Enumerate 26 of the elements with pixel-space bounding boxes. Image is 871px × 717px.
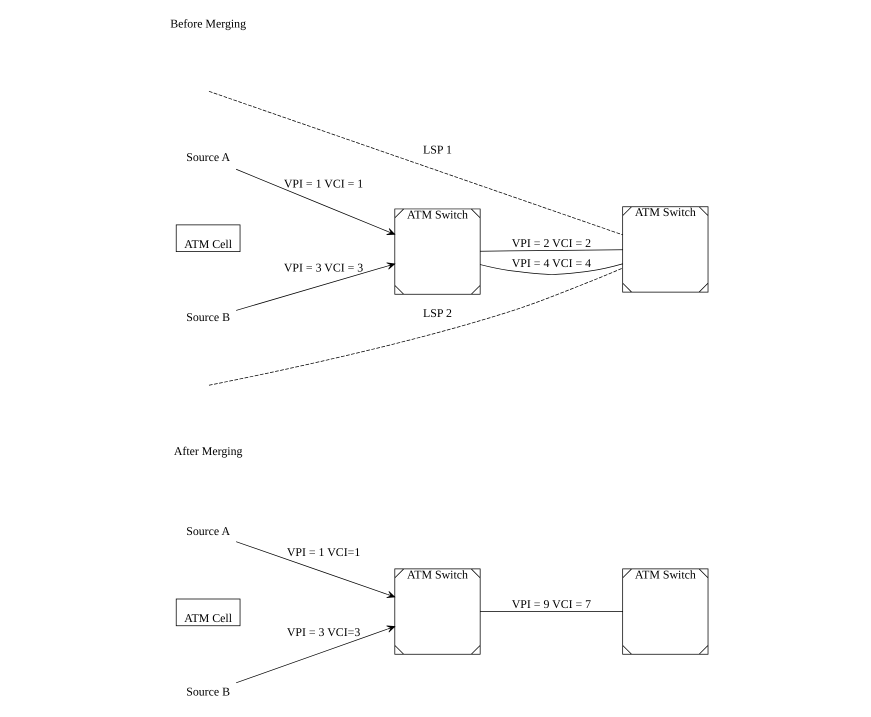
arrow bbox=[235, 262, 395, 311]
connector bbox=[208, 90, 622, 236]
node-box: ATM Cell bbox=[175, 224, 240, 252]
arrow bbox=[235, 168, 395, 236]
edge-label: VPI = 9 VCI = 7 bbox=[511, 596, 591, 611]
connector bbox=[479, 611, 622, 612]
node-text: Source B bbox=[186, 310, 230, 324]
edge-label: VPI = 1 VCI=1 bbox=[286, 544, 360, 559]
edge-label: VPI = 3 VCI=3 bbox=[286, 624, 360, 639]
label: Before Merging bbox=[170, 16, 246, 30]
edge-label: VPI = 4 VCI = 4 bbox=[511, 256, 591, 270]
edge-label: VPI = 2 VCI = 2 bbox=[511, 236, 591, 250]
edge-label: LSP 2 bbox=[422, 306, 452, 320]
edge-label: VPI = 1 VCI = 1 bbox=[283, 176, 363, 191]
edge-label: VPI = 3 VCI = 3 bbox=[283, 260, 363, 275]
node-box: ATM Cell bbox=[175, 598, 240, 626]
label: After Merging bbox=[173, 444, 242, 458]
arrow bbox=[235, 541, 395, 598]
node-text: Source A bbox=[186, 150, 230, 164]
node-text: Source A bbox=[186, 524, 230, 538]
connector bbox=[479, 249, 622, 252]
arrow bbox=[235, 625, 395, 684]
node-text: Source B bbox=[186, 684, 230, 698]
connector bbox=[208, 268, 622, 386]
edge-label: LSP 1 bbox=[422, 142, 452, 156]
connector bbox=[479, 264, 622, 275]
